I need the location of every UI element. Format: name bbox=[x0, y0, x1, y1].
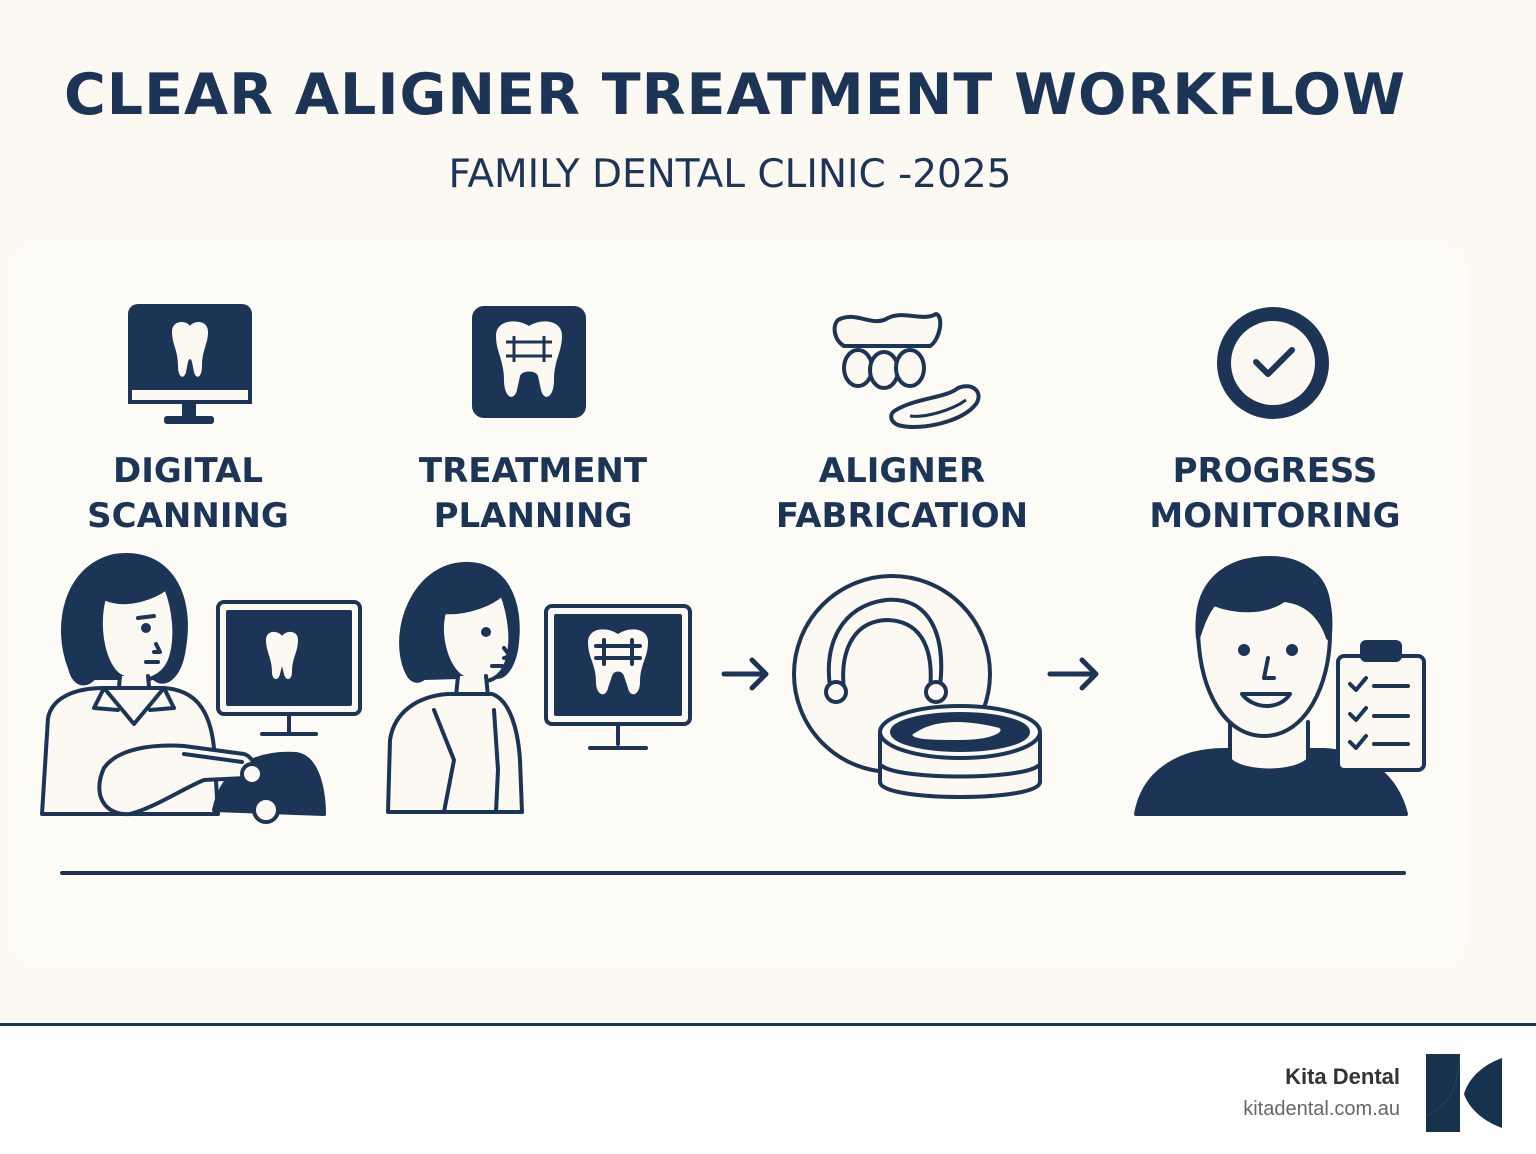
step-label-digital-scanning: DIGITAL SCANNING bbox=[38, 449, 338, 539]
brand-name: Kita Dental bbox=[1285, 1064, 1400, 1089]
page-title: CLEAR ALIGNER TREATMENT WORKFLOW bbox=[63, 62, 1407, 128]
section-divider bbox=[60, 871, 1406, 875]
brand-url: kitadental.com.au bbox=[1243, 1098, 1400, 1120]
step-label-line1: DIGITAL bbox=[113, 451, 263, 491]
step-label-line1: PROGRESS bbox=[1172, 451, 1378, 491]
step-label-progress-monitoring: PROGRESS MONITORING bbox=[1125, 449, 1425, 539]
aligner-case-illustration bbox=[792, 574, 1042, 799]
step-label-treatment-planning: TREATMENT PLANNING bbox=[383, 449, 683, 539]
clinician-scanning-illustration bbox=[40, 552, 362, 824]
patient-clipboard-illustration bbox=[1134, 556, 1426, 816]
step-label-line2: PLANNING bbox=[433, 496, 633, 536]
clinician-planning-illustration bbox=[386, 561, 692, 814]
step-label-line1: TREATMENT bbox=[418, 451, 648, 491]
arrow-right-icon bbox=[721, 657, 769, 691]
step-label-line2: MONITORING bbox=[1149, 496, 1401, 536]
tooth-monitor-icon bbox=[128, 304, 252, 424]
kita-logo-icon bbox=[1426, 1054, 1502, 1132]
arrow-right-icon bbox=[1047, 657, 1099, 691]
page-subtitle: FAMILY DENTAL CLINIC -2025 bbox=[448, 152, 1012, 197]
step-label-line1: ALIGNER bbox=[818, 451, 986, 491]
step-label-line2: SCANNING bbox=[87, 496, 289, 536]
checkmark-circle-icon bbox=[1217, 307, 1329, 419]
footer-rule bbox=[0, 1023, 1536, 1026]
tooth-braces-icon bbox=[472, 306, 586, 418]
step-label-line2: FABRICATION bbox=[775, 496, 1029, 536]
aligner-trays-icon bbox=[832, 312, 981, 429]
footer bbox=[0, 1026, 1536, 1154]
step-label-aligner-fabrication: ALIGNER FABRICATION bbox=[752, 449, 1052, 539]
